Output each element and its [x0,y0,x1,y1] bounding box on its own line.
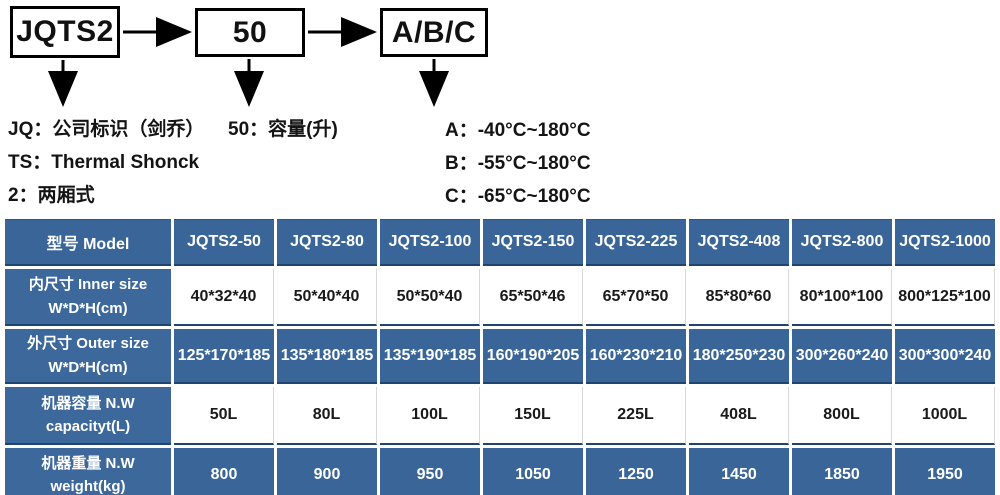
table-row-weight: 机器重量 N.W weight(kg) 800 900 950 1050 125… [5,448,995,495]
header-jqts2-800: JQTS2-800 [792,219,892,266]
header-jqts2-80: JQTS2-80 [277,219,377,266]
model-code-box-temp-grade: A/B/C [380,8,488,57]
cell-capacity: 50L [174,387,274,445]
note-grade-b: B：-55°C~180°C [445,153,591,174]
header-jqts2-225: JQTS2-225 [586,219,686,266]
note-grade-c: C：-65°C~180°C [445,186,591,207]
cell-inner-size: 50*40*40 [277,269,377,326]
cell-weight: 1450 [689,448,789,495]
cell-outer-size: 135*190*185 [380,329,480,384]
row-label-outer-size: 外尺寸 Outer size W*D*H(cm) [5,329,171,384]
row-label-line2: W*D*H(cm) [48,299,128,317]
cell-weight: 1950 [895,448,995,495]
cell-inner-size: 800*125*100 [895,269,995,326]
cell-weight: 950 [380,448,480,495]
cell-inner-size: 65*50*46 [483,269,583,326]
table-row-inner-size: 内尺寸 Inner size W*D*H(cm) 40*32*40 50*40*… [5,269,995,326]
cell-capacity: 1000L [895,387,995,445]
header-model: 型号 Model [5,219,171,266]
note-jq-meaning: JQ：公司标识（剑乔） [8,119,205,140]
header-jqts2-100: JQTS2-100 [380,219,480,266]
cell-capacity: 408L [689,387,789,445]
row-label-line2: weight(kg) [50,478,126,495]
row-label-capacity: 机器容量 N.W capacityt(L) [5,387,171,445]
cell-outer-size: 125*170*185 [174,329,274,384]
model-code-diagram: JQTS2 50 A/B/C JQ：公司标识（剑乔） TS：Thermal Sh… [0,0,1000,216]
flow-arrows [48,17,449,107]
note-ts-meaning: TS：Thermal Shonck [8,152,200,173]
row-label-line1: 机器重量 N.W [41,454,135,472]
note-grade-a: A：-40°C~180°C [445,120,591,141]
header-jqts2-408: JQTS2-408 [689,219,789,266]
spec-table: 型号 Model JQTS2-50 JQTS2-80 JQTS2-100 JQT… [2,216,998,495]
cell-inner-size: 50*50*40 [380,269,480,326]
row-label-line1: 机器容量 N.W [41,394,135,412]
table-row-capacity: 机器容量 N.W capacityt(L) 50L 80L 100L 150L … [5,387,995,445]
model-code-box-capacity: 50 [195,8,305,57]
table-row-outer-size: 外尺寸 Outer size W*D*H(cm) 125*170*185 135… [5,329,995,384]
row-label-line1: 外尺寸 Outer size [27,335,149,353]
cell-outer-size: 135*180*185 [277,329,377,384]
cell-outer-size: 300*260*240 [792,329,892,384]
header-jqts2-50: JQTS2-50 [174,219,274,266]
cell-capacity: 150L [483,387,583,445]
cell-inner-size: 80*100*100 [792,269,892,326]
cell-outer-size: 180*250*230 [689,329,789,384]
model-code-box-brand: JQTS2 [10,6,120,58]
note-2-meaning: 2：两厢式 [8,185,95,206]
cell-inner-size: 85*80*60 [689,269,789,326]
cell-weight: 1050 [483,448,583,495]
row-label-line1: 内尺寸 Inner size [28,276,148,294]
cell-capacity: 225L [586,387,686,445]
row-label-line2: capacityt(L) [45,418,131,435]
cell-outer-size: 160*190*205 [483,329,583,384]
cell-weight: 800 [174,448,274,495]
cell-weight: 1250 [586,448,686,495]
table-header-row: 型号 Model JQTS2-50 JQTS2-80 JQTS2-100 JQT… [5,219,995,266]
cell-inner-size: 40*32*40 [174,269,274,326]
note-50-meaning: 50：容量(升) [228,119,338,140]
cell-weight: 900 [277,448,377,495]
row-label-weight: 机器重量 N.W weight(kg) [5,448,171,495]
cell-capacity: 800L [792,387,892,445]
cell-capacity: 100L [380,387,480,445]
header-jqts2-150: JQTS2-150 [483,219,583,266]
header-jqts2-1000: JQTS2-1000 [895,219,995,266]
cell-capacity: 80L [277,387,377,445]
cell-outer-size: 160*230*210 [586,329,686,384]
row-label-inner-size: 内尺寸 Inner size W*D*H(cm) [5,269,171,326]
cell-inner-size: 65*70*50 [586,269,686,326]
row-label-line2: W*D*H(cm) [48,358,128,376]
cell-outer-size: 300*300*240 [895,329,995,384]
cell-weight: 1850 [792,448,892,495]
